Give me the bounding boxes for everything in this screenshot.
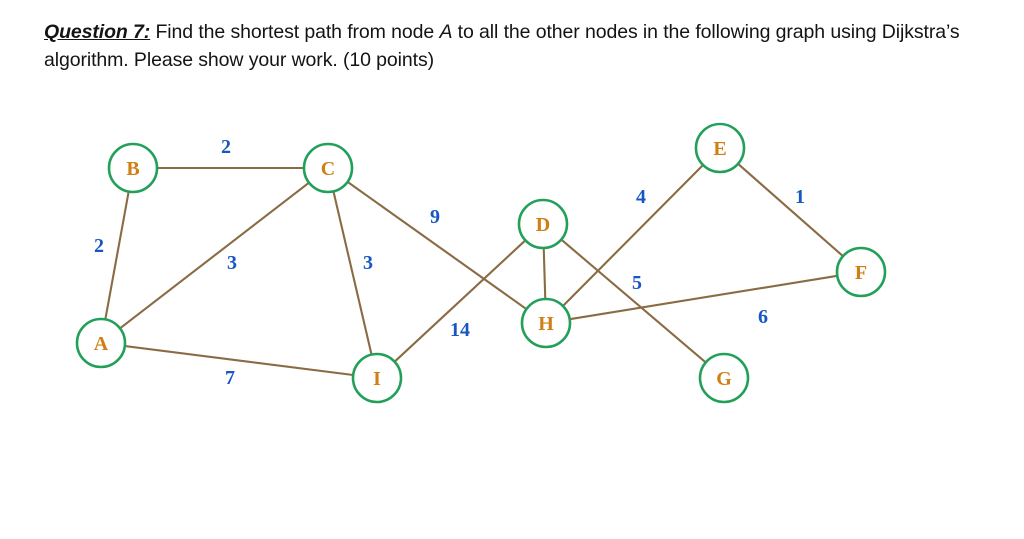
graph-node-b: B	[107, 142, 159, 194]
edge-weight-a-i: 7	[225, 367, 235, 389]
graph-node-i: I	[351, 352, 403, 404]
graph-edge-d-h	[542, 246, 547, 301]
graph-node-a: A	[75, 317, 127, 369]
edge-weight-a-b: 2	[94, 235, 104, 257]
question-prompt: Question 7: Find the shortest path from …	[44, 18, 974, 74]
edge-weight-c-i: 3	[363, 252, 373, 274]
node-circle-f	[835, 246, 887, 298]
edge-weight-h-e: 4	[636, 186, 646, 208]
graph-node-d: D	[517, 198, 569, 250]
edge-weight-d-g: 5	[632, 272, 642, 294]
graph-edge-h-f	[568, 274, 839, 321]
node-circle-h	[520, 297, 572, 349]
node-label-d: D	[536, 214, 550, 236]
node-circle-i	[351, 352, 403, 404]
edge-weight-b-c: 2	[221, 136, 231, 158]
graph-edge-i-d	[393, 239, 527, 363]
graph-node-f: F	[835, 246, 887, 298]
node-label-i: I	[373, 368, 381, 390]
question-source-node: A	[439, 21, 453, 43]
edge-weight-e-f: 1	[795, 186, 805, 208]
node-circle-d	[517, 198, 569, 250]
graph-edge-a-b	[104, 190, 130, 321]
node-circle-e	[694, 122, 746, 174]
edge-weight-h-f: 6	[758, 306, 768, 328]
node-circle-g	[698, 352, 750, 404]
graph-edge-a-i	[123, 344, 355, 377]
graph-node-h: H	[520, 297, 572, 349]
node-label-c: C	[321, 158, 335, 180]
edge-weight-a-c: 3	[227, 252, 237, 274]
graph-edge-c-h	[346, 180, 528, 311]
graph-node-c: C	[302, 142, 354, 194]
question-body-part2: to all the other nodes in the following …	[44, 21, 960, 71]
edge-weight-labels-layer: 2 2 3 3 7 9 14 4 5 1 6	[94, 136, 805, 389]
graph-edge-h-e	[561, 163, 705, 308]
graph-canvas: 2 2 3 3 7 9 14 4 5 1 6 B C A I D H E F G	[75, 122, 887, 404]
node-label-b: B	[126, 158, 139, 180]
node-circle-c	[302, 142, 354, 194]
edges-layer	[104, 162, 845, 377]
edge-weight-i-d: 14	[450, 319, 470, 341]
node-circle-b	[107, 142, 159, 194]
node-label-g: G	[716, 368, 732, 390]
question-body-part1: Find the shortest path from node	[150, 21, 440, 43]
graph-edge-d-g	[560, 238, 707, 364]
graph-node-e: E	[694, 122, 746, 174]
edge-weight-c-h: 9	[430, 206, 440, 228]
graph-edge-e-f	[736, 162, 845, 258]
graph-diagram: 2 2 3 3 7 9 14 4 5 1 6 B C A I D H E F G	[0, 95, 1024, 425]
node-label-e: E	[713, 138, 726, 160]
nodes-layer: B C A I D H E F G	[75, 122, 887, 404]
graph-edge-c-i	[332, 190, 373, 356]
graph-edge-a-c	[118, 181, 311, 330]
question-label: Question 7:	[44, 21, 151, 43]
graph-node-g: G	[698, 352, 750, 404]
node-label-h: H	[538, 313, 554, 335]
node-label-f: F	[855, 262, 867, 284]
node-label-a: A	[94, 333, 109, 355]
node-circle-a	[75, 317, 127, 369]
